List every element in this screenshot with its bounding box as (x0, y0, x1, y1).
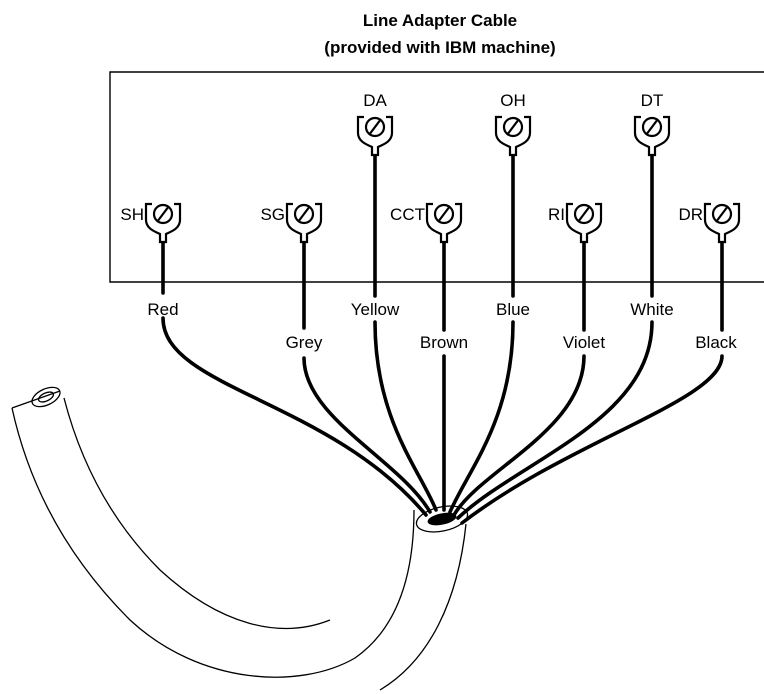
wire-label-blue: Blue (496, 300, 530, 319)
wire-label-yellow: Yellow (351, 300, 400, 319)
terminal-cct-lug-icon (425, 202, 463, 244)
diagram-title-line1: Line Adapter Cable (363, 11, 517, 30)
wires (161, 151, 724, 525)
cable-far-end-core (37, 391, 55, 403)
wire-label-red: Red (147, 300, 178, 319)
terminal-sg-lug-icon (285, 202, 323, 244)
terminal-sh-lug-icon (144, 202, 182, 244)
wire-blue (448, 151, 515, 514)
terminal-label-oh: OH (500, 91, 526, 110)
wire-label-grey: Grey (286, 333, 323, 352)
terminal-label-dt: DT (641, 91, 664, 110)
wire-violet (452, 238, 586, 517)
terminal-label-cct: CCT (390, 205, 425, 224)
cable-bundle-core (427, 512, 457, 526)
wire-black (460, 238, 724, 525)
cable-far-end (31, 386, 61, 408)
wire-label-violet: Violet (563, 333, 605, 352)
terminal-oh-lug-icon (494, 115, 532, 157)
wire-label-brown: Brown (420, 333, 468, 352)
terminal-label-dr: DR (678, 205, 703, 224)
terminal-label-da: DA (363, 91, 387, 110)
wire-white (456, 151, 654, 520)
wire-label-white: White (630, 300, 673, 319)
terminal-label-sg: SG (260, 205, 285, 224)
wire-label-black: Black (695, 333, 737, 352)
terminal-da-lug-icon (356, 115, 394, 157)
terminal-board (109, 71, 764, 283)
cable-near-end (415, 505, 469, 533)
terminal-ri-lug-icon (565, 202, 603, 244)
terminal-lugs (144, 115, 741, 244)
cable-jacket (11, 386, 469, 691)
wire-yellow (373, 151, 438, 512)
diagram-title-line2: (provided with IBM machine) (324, 38, 555, 57)
terminal-dr-lug-icon (703, 202, 741, 244)
wire-red (161, 238, 428, 517)
terminal-label-ri: RI (548, 205, 565, 224)
terminal-label-sh: SH (120, 205, 144, 224)
wire-grey (302, 238, 432, 514)
terminal-dt-lug-icon (633, 115, 671, 157)
